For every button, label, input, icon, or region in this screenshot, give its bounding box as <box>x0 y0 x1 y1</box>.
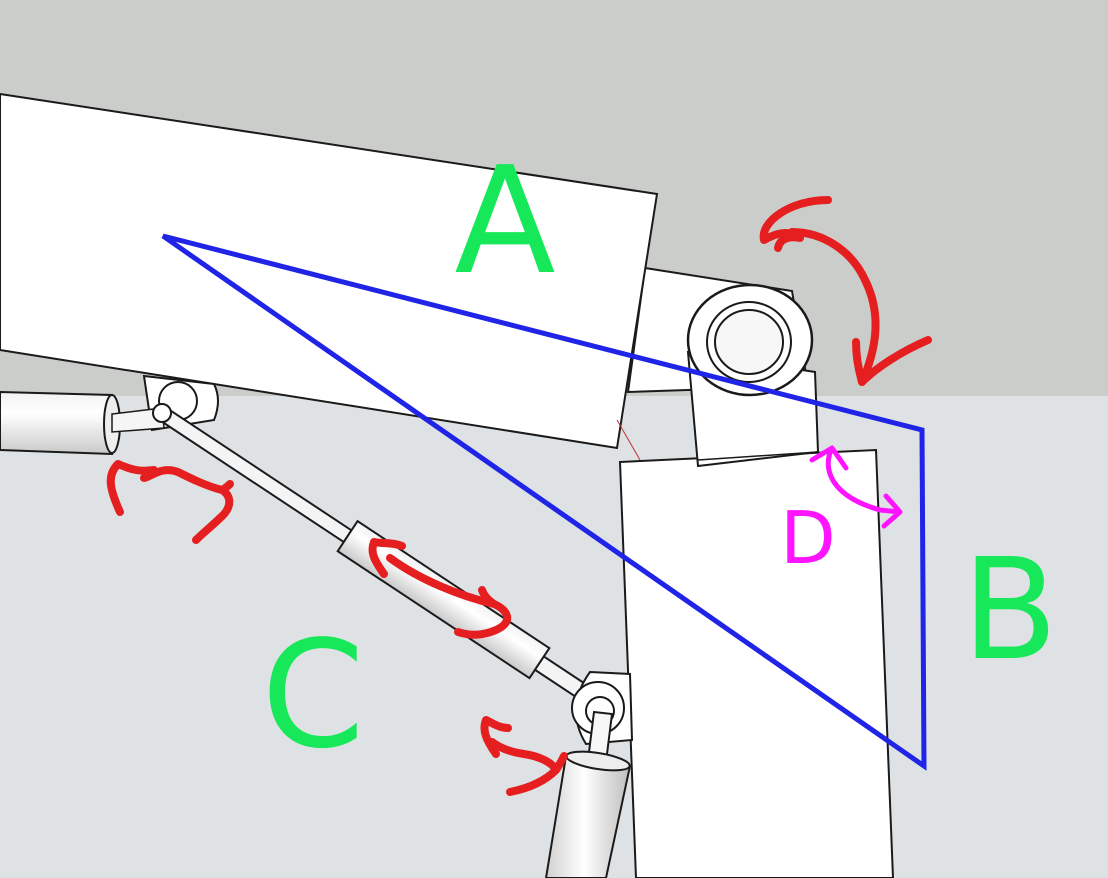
lower-cylinder <box>544 710 632 878</box>
angle-arrow-d <box>809 445 903 529</box>
boom-a-seam <box>616 419 641 461</box>
rotation-arrow-upper-pivot <box>106 460 234 544</box>
left-cylinder <box>0 390 165 456</box>
boom-b <box>618 448 895 878</box>
blue-triangle <box>161 233 927 771</box>
label-d: D <box>780 496 835 580</box>
extension-arrow-actuator <box>368 538 511 639</box>
rotation-arrow-hinge-head <box>852 336 932 386</box>
label-a: A <box>454 135 555 307</box>
hinge-pin-inner <box>714 309 784 375</box>
label-b: B <box>962 529 1058 692</box>
upper-pivot-pin <box>152 403 172 423</box>
label-c: C <box>261 609 364 781</box>
bracket-crease <box>697 451 819 461</box>
rotation-arrow-lower-pivot <box>480 716 568 796</box>
rotation-arrow-hinge <box>759 196 880 386</box>
boom-a <box>0 92 659 450</box>
